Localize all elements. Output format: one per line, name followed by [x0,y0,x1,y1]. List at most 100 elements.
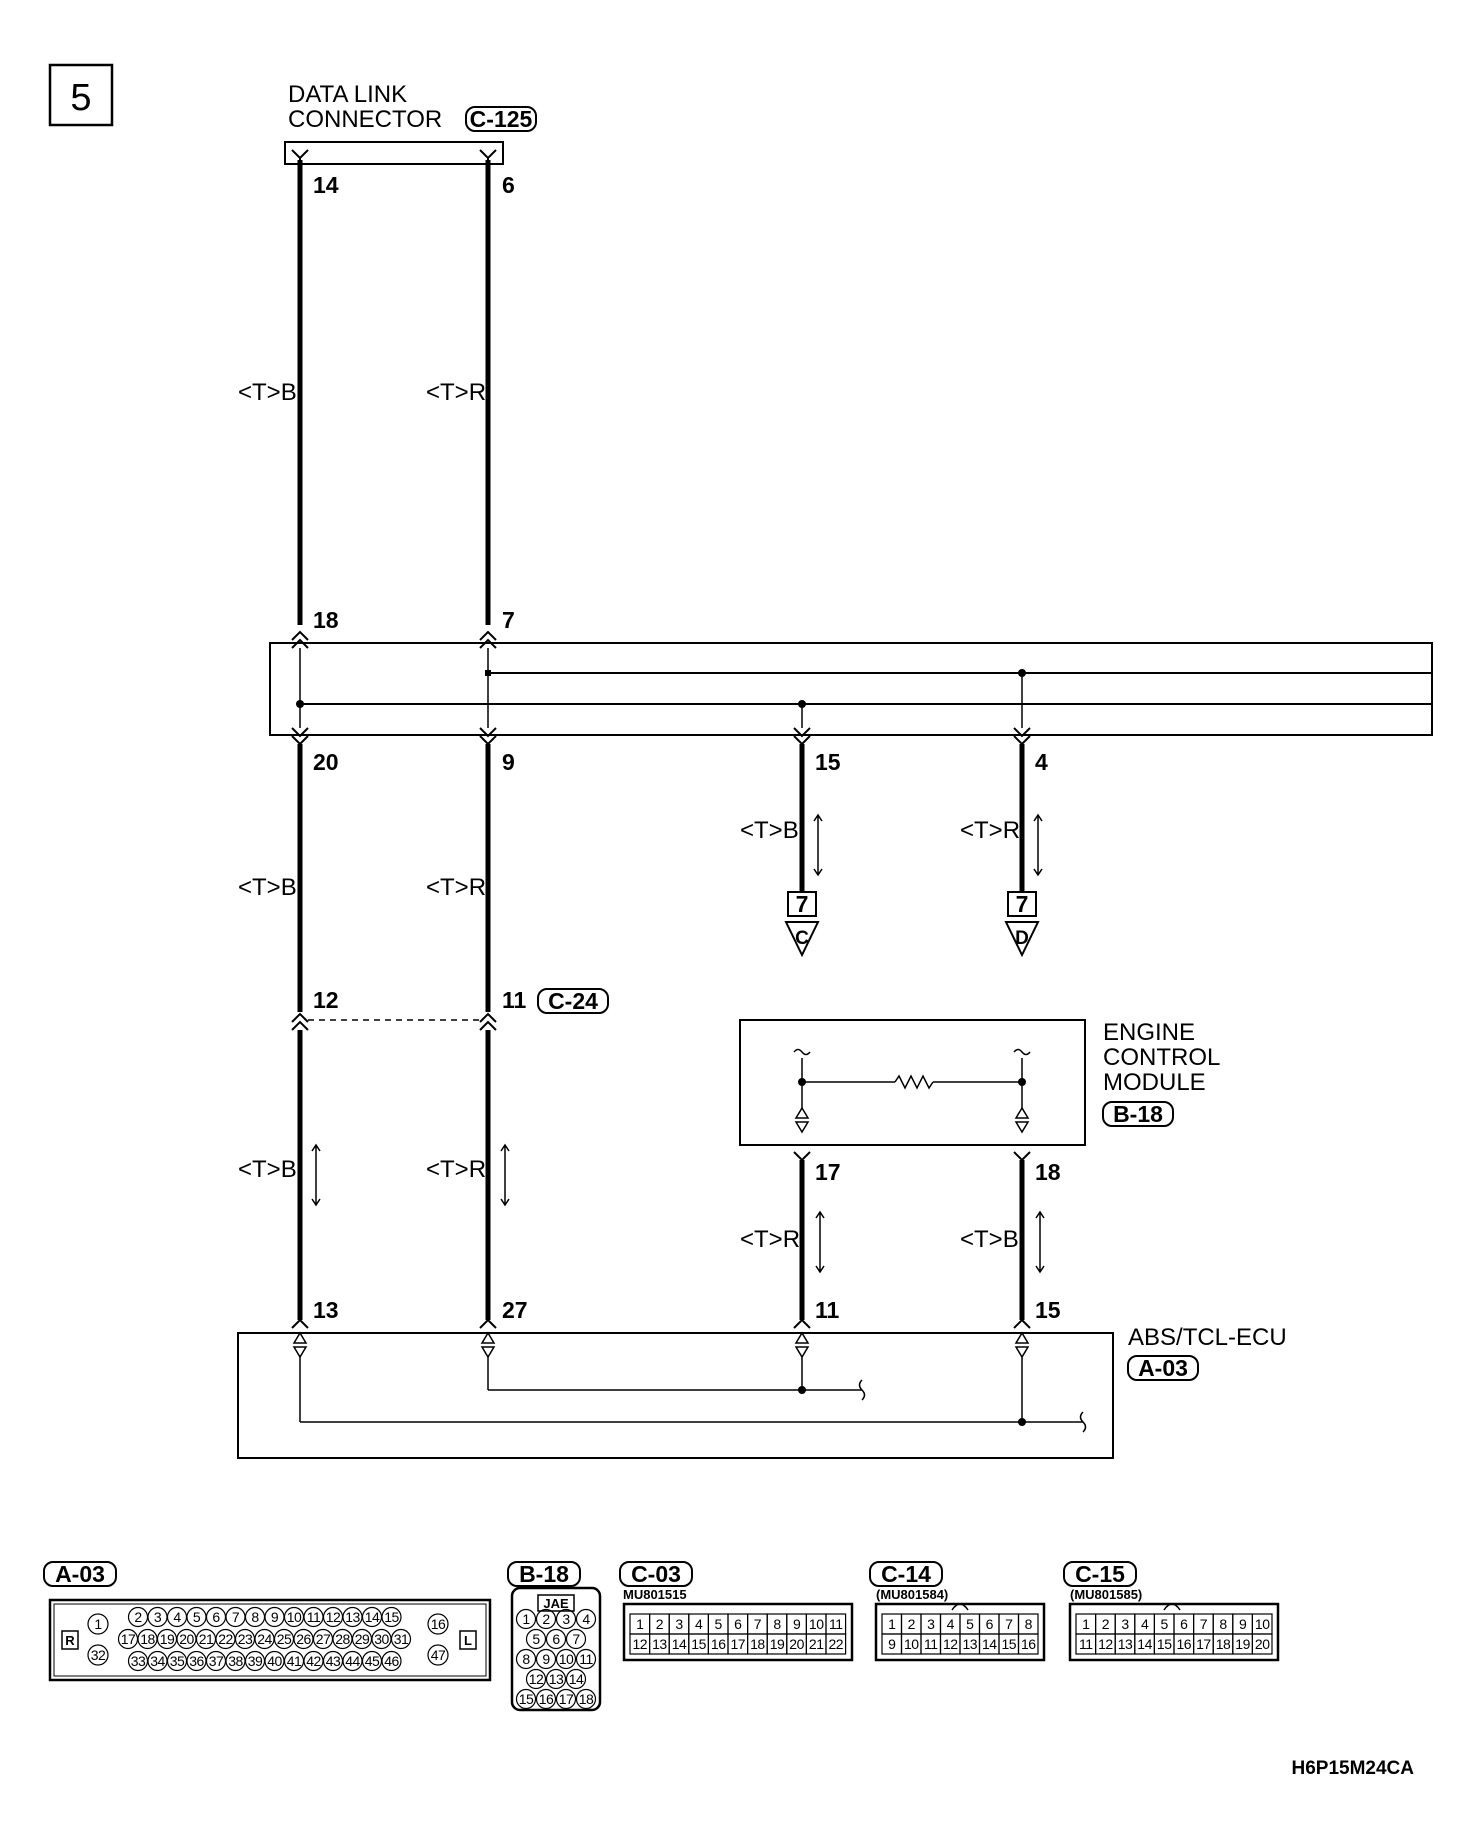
a03-pin-label: 44 [345,1653,360,1669]
c15-pin-label: 10 [1255,1616,1270,1632]
ecm-badge [1102,1101,1174,1127]
wire-label-r2: <T>R [426,874,486,901]
c14-pin-label: 4 [947,1616,955,1632]
c14-pin-label: 8 [1025,1616,1033,1632]
ecm-label-line2: CONTROL [1103,1044,1220,1071]
a03-pin-label: 29 [355,1631,370,1647]
wire-label-ecm18: <T>B [960,1226,1019,1253]
abs-junction-lower [1018,1418,1026,1426]
ecm-connector-id: B-18 [1113,1101,1163,1127]
abs-ecu-badge [1127,1355,1199,1381]
b18-badge [507,1561,581,1587]
c14-pin-label: 15 [1001,1636,1016,1652]
c03-pin-label: 20 [789,1636,804,1652]
c15-latch-icon [1163,1603,1181,1611]
b18-pin-label: 13 [549,1671,564,1687]
abs-in-27 [479,1318,497,1329]
a03-pin-label: 19 [160,1631,175,1647]
b18-pin-circle [575,1648,597,1670]
a03-pin-label: 11 [307,1609,321,1625]
wire-label-c: <T>B [740,817,799,844]
c03-pin-label: 9 [793,1616,801,1632]
a03-pin-label: 5 [193,1609,201,1625]
c14-pin-label: 9 [888,1636,896,1652]
pin-c24-11: 11 [502,987,527,1013]
b18-pin-label: 9 [542,1651,550,1667]
c14-badge [869,1561,943,1587]
a03-pin-label: 21 [199,1631,214,1647]
c03-pin-label: 11 [829,1616,843,1632]
ecm-break-right [1013,1048,1031,1056]
a03-pin-label: 6 [212,1609,220,1625]
a03-pin-label: 14 [365,1609,380,1625]
pin-ecm-18: 18 [1035,1159,1061,1185]
c03-face-id: C-03 [631,1561,681,1587]
a03-key-l [459,1630,477,1650]
ecm-junction-right [1018,1078,1026,1086]
c03-pin-label: 12 [633,1636,648,1652]
abs-break-upper [858,1379,866,1401]
abs-ecu-connector-id: A-03 [1138,1355,1188,1381]
ref-box-c [787,891,817,917]
a03-face-id: A-03 [55,1561,105,1587]
c03-face-outer [622,1602,854,1662]
wire-label-ecm17: <T>R [740,1226,800,1253]
pin-ecm-17: 17 [815,1159,841,1185]
a03-pin-label: 13 [345,1609,360,1625]
resistor-icon [894,1074,934,1090]
junction-r-start [485,670,491,676]
c03-pin-label: 2 [656,1616,664,1632]
c15-pin-label: 6 [1180,1616,1188,1632]
abs-in-15 [1013,1318,1031,1329]
abs-in-13 [291,1318,309,1329]
wire-label-r1: <T>R [426,379,486,406]
c14-pin-label: 16 [1021,1636,1036,1652]
pin-abs-11: 11 [815,1297,840,1323]
b18-pin-circle [535,1648,557,1670]
b18-pin-circle [545,1668,567,1690]
abs-ecu-label: ABS/TCL-ECU [1128,1324,1287,1351]
c03-pin-label: 21 [809,1636,824,1652]
page-number-box [48,63,114,127]
b18-pin-label: 7 [572,1631,580,1647]
a03-pin-label: 35 [170,1653,185,1669]
abs-in-11 [793,1318,811,1329]
joint-connector-box [269,642,1433,736]
pin-joint-15: 15 [815,749,841,775]
a03-pin-label: 18 [140,1631,155,1647]
wire-label-l3: <T>B [238,1156,297,1183]
abs-terminal-15-icon [1014,1331,1030,1359]
b18-pin-label: 18 [579,1691,594,1707]
c03-pin-label: 5 [715,1616,723,1632]
b18-pin-label: 12 [529,1671,544,1687]
b18-pin-label: 2 [542,1611,550,1627]
signal-arrow-ecm18 [1035,1210,1045,1274]
c03-pin-label: 6 [734,1616,742,1632]
c03-pin-cell [825,1633,847,1655]
c15-face-id: C-15 [1075,1561,1125,1587]
b18-pin-circle [535,1608,557,1630]
a03-pin-label: 16 [431,1616,446,1632]
b18-pin-label: 1 [522,1611,530,1627]
a03-pin-label: 1 [94,1616,102,1632]
c15-pin-label: 7 [1200,1616,1208,1632]
b18-pin-label: 16 [539,1691,554,1707]
a03-face-inner [53,1603,487,1677]
dlc-connector-id: C-125 [470,106,533,132]
b18-pin-label: 5 [532,1631,540,1647]
joint-terminal-7 [479,630,497,649]
a03-pin-label: 47 [431,1647,446,1663]
dlc-connector-badge [465,106,537,132]
c15-pin-label: 4 [1141,1616,1149,1632]
b18-pin-label: 4 [582,1611,590,1627]
page-number: 5 [70,77,91,119]
b18-pin-circle [525,1668,547,1690]
a03-pin-label: 36 [189,1653,204,1669]
c03-pin-label: 7 [754,1616,762,1632]
pin-dlc-6: 6 [502,172,515,198]
signal-arrow-r [500,1143,510,1207]
a03-key-l-label: L [464,1633,472,1648]
b18-pin-circle [515,1608,537,1630]
